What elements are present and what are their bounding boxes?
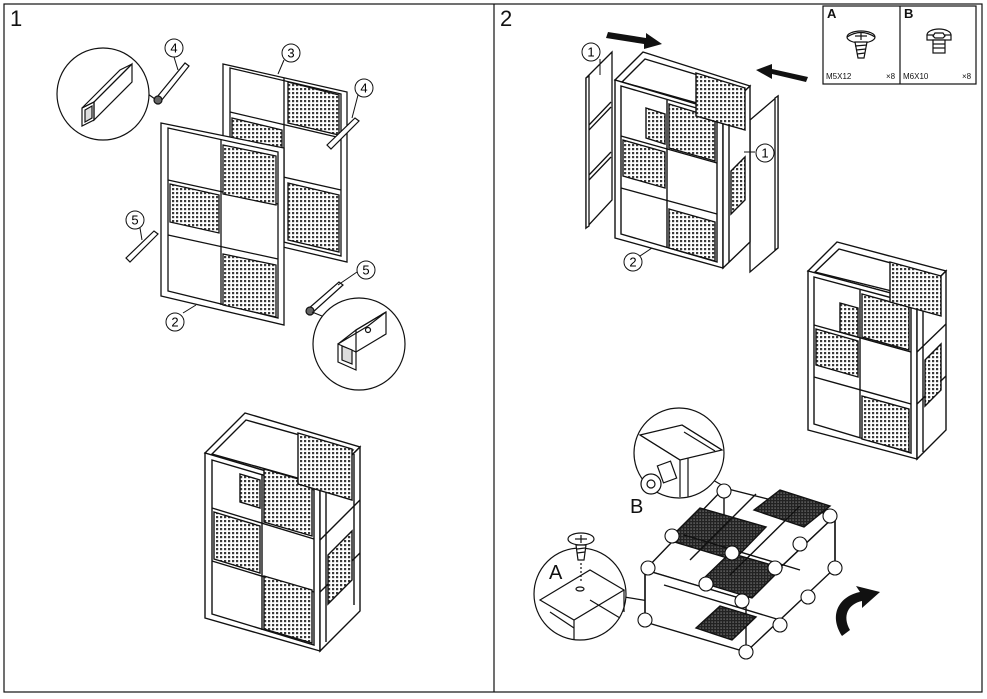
step1-callout-5b: 5 [356, 260, 376, 280]
step2-side-panel-right [749, 94, 779, 274]
step2-callout-2: 2 [623, 252, 643, 272]
step2-callout-1a: 1 [581, 42, 601, 62]
detail-bolt-b-magnifier [633, 407, 726, 499]
step1-callout-4a: 4 [164, 38, 184, 58]
hardware-b-letter: B [904, 6, 914, 21]
hardware-a-code: M5X12 [826, 72, 852, 81]
step1-callout-3: 3 [281, 43, 301, 63]
step-number: 1 [10, 6, 23, 31]
insert-arrow-left [606, 32, 662, 49]
svg-text:2: 2 [171, 315, 178, 330]
insert-arrow-right [756, 64, 808, 82]
hardware-b-code: M6X10 [903, 72, 929, 81]
step1-callout-2: 2 [165, 312, 185, 332]
step1-detail-tube-top [56, 47, 156, 141]
page-border [3, 3, 983, 693]
svg-text:5: 5 [362, 263, 369, 278]
flip-arrow [835, 586, 880, 636]
step2-assembled-unit [806, 241, 948, 461]
svg-text:4: 4 [360, 81, 367, 96]
screw-point-markers [637, 483, 843, 660]
svg-text:5: 5 [131, 213, 138, 228]
step1-assembled-unit [203, 412, 362, 653]
step1-rails [125, 62, 360, 316]
step2-frame-assembly [613, 51, 752, 270]
callout-leaders [139, 56, 755, 314]
step1-detail-tube-bottom [311, 297, 406, 391]
step2-side-panel-left [585, 50, 613, 230]
svg-text:2: 2 [629, 255, 636, 270]
hardware-a-letter: A [827, 6, 837, 21]
svg-text:3: 3 [287, 46, 294, 61]
detail-label-a: A [549, 562, 563, 584]
step1-callout-5a: 5 [125, 210, 145, 230]
hardware-a-qty: ×8 [886, 72, 896, 81]
detail-label-b: B [630, 496, 644, 518]
bolt-b-icon [926, 28, 952, 54]
step2-callout-1b: 1 [755, 143, 775, 163]
step1-callout-4b: 4 [354, 78, 374, 98]
step2-flipped-frame [643, 487, 837, 653]
step1-front-panel [160, 122, 285, 326]
hardware-b-qty: ×8 [962, 72, 972, 81]
step-number: 2 [500, 6, 513, 31]
svg-text:1: 1 [587, 45, 594, 60]
svg-text:1: 1 [761, 146, 768, 161]
hardware-box [822, 5, 977, 85]
screw-a-icon [846, 30, 876, 59]
svg-text:4: 4 [170, 41, 177, 56]
detail-screw-a-magnifier [533, 532, 656, 641]
